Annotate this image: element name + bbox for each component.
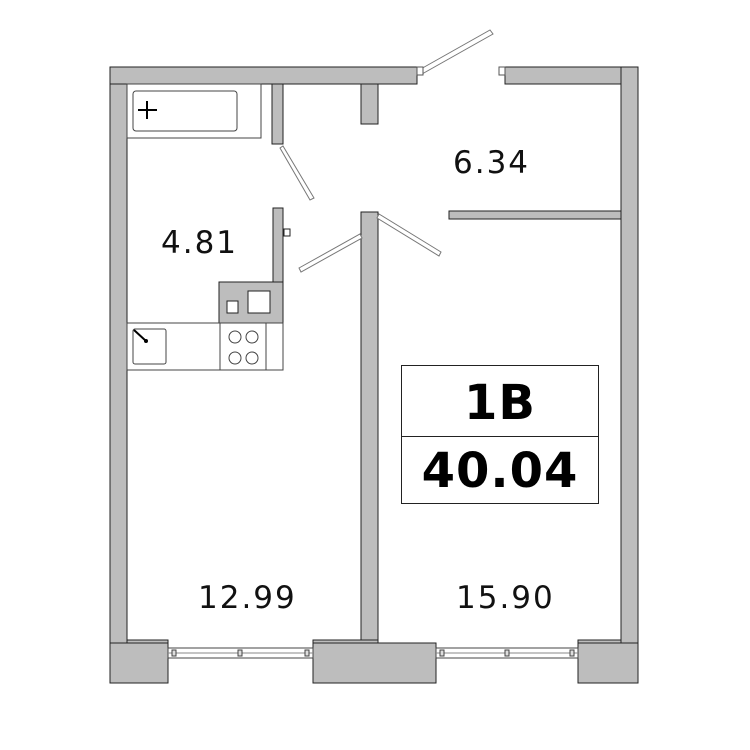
info-divider <box>402 436 598 437</box>
wall-top-left <box>109 66 418 85</box>
wall-bath-vertical-upper <box>271 83 284 145</box>
living-room-door-leaf <box>376 213 442 257</box>
room-area-kitchen: 12.99 <box>198 580 297 616</box>
kitchen-faucet-icon <box>133 329 147 342</box>
kitchen-door-leaf <box>298 233 363 273</box>
wall-bottom-middle <box>312 642 437 684</box>
sill-right <box>577 639 622 644</box>
stove-burner <box>228 351 242 365</box>
room-area-living-room: 15.90 <box>456 580 555 616</box>
stove-burner <box>245 351 259 365</box>
switch-marker <box>283 228 291 237</box>
bathroom-door-leaf <box>279 145 315 201</box>
apartment-type: 1B <box>464 375 536 431</box>
stove-burner <box>228 330 242 344</box>
shaft-duct-large <box>247 290 271 314</box>
sill-left <box>126 639 169 644</box>
shaft-duct-small <box>226 300 239 314</box>
stove-burner <box>245 330 259 344</box>
wall-bottom-right <box>577 642 639 684</box>
apartment-total-area: 40.04 <box>421 443 579 499</box>
sill-center <box>312 639 379 644</box>
wall-left <box>109 66 128 684</box>
room-area-hall: 6.34 <box>453 145 531 181</box>
wall-right <box>620 66 639 684</box>
wall-living-top <box>448 210 622 220</box>
wall-stub-top <box>360 83 379 125</box>
entrance-door-leaf <box>418 29 494 75</box>
wall-top-right <box>504 66 639 85</box>
wall-center-vertical <box>360 211 379 644</box>
apartment-info-box: 1B 40.04 <box>401 365 599 504</box>
room-area-bathroom: 4.81 <box>161 225 239 261</box>
wall-bottom-left <box>109 642 169 684</box>
